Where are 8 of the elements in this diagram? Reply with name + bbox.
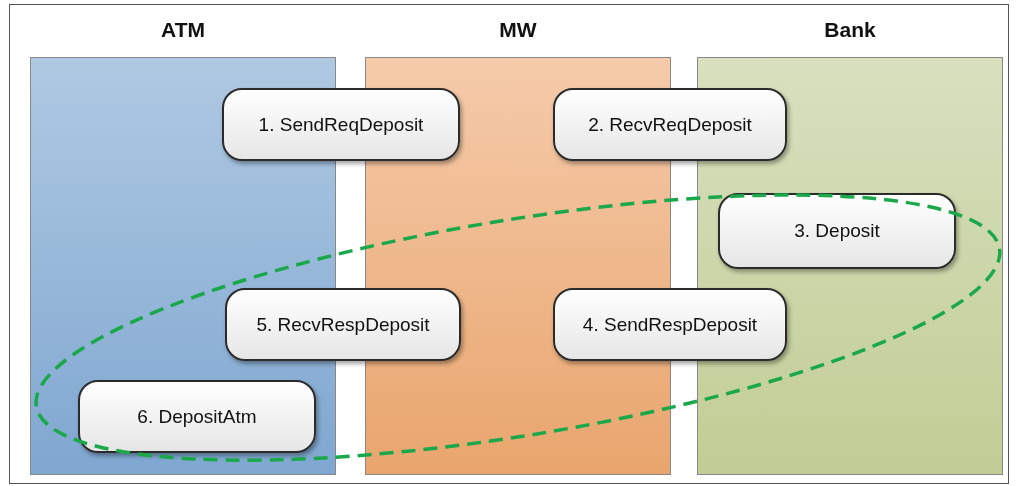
process-box: 2. RecvReqDeposit: [553, 88, 787, 161]
lane-title: Bank: [823, 17, 877, 43]
process-box: 1. SendReqDeposit: [222, 88, 460, 161]
process-box: 6. DepositAtm: [78, 380, 316, 453]
lane-title: ATM: [160, 17, 206, 43]
lane-title: MW: [498, 17, 538, 43]
dashed-ellipse: [34, 193, 1002, 463]
process-box: 3. Deposit: [718, 193, 956, 269]
